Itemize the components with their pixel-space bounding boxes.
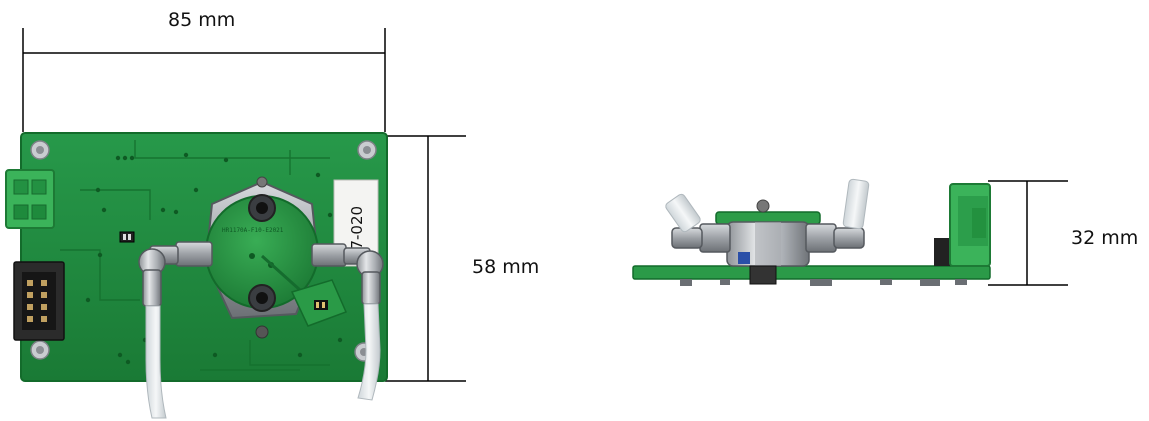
right-tube [357,303,381,401]
width-label: 85 mm [168,9,235,31]
left-fitting [138,241,213,307]
height-dimension: 32 mm [988,180,1138,286]
terminal-block [5,169,55,229]
svg-text:HR1170A-F10-E2021: HR1170A-F10-E2021 [222,227,284,234]
top-view-board: 85 mm 58 mm [5,9,539,419]
right-fitting-side [805,178,870,253]
terminal-block-side [934,183,991,267]
length-label: 58 mm [472,256,539,278]
right-fitting [311,243,384,305]
pin-header [13,261,65,341]
left-tube [145,305,167,419]
board-label-text: C7-020 [348,206,366,260]
length-dimension: 58 mm [385,135,539,382]
vias [85,152,343,365]
pcb-board-side [632,265,991,280]
height-label: 32 mm [1071,227,1138,249]
width-dimension: 85 mm [22,9,386,132]
sensor-tab [290,279,348,327]
left-fitting-side [665,193,731,253]
side-view-board: 32 mm [632,178,1138,286]
